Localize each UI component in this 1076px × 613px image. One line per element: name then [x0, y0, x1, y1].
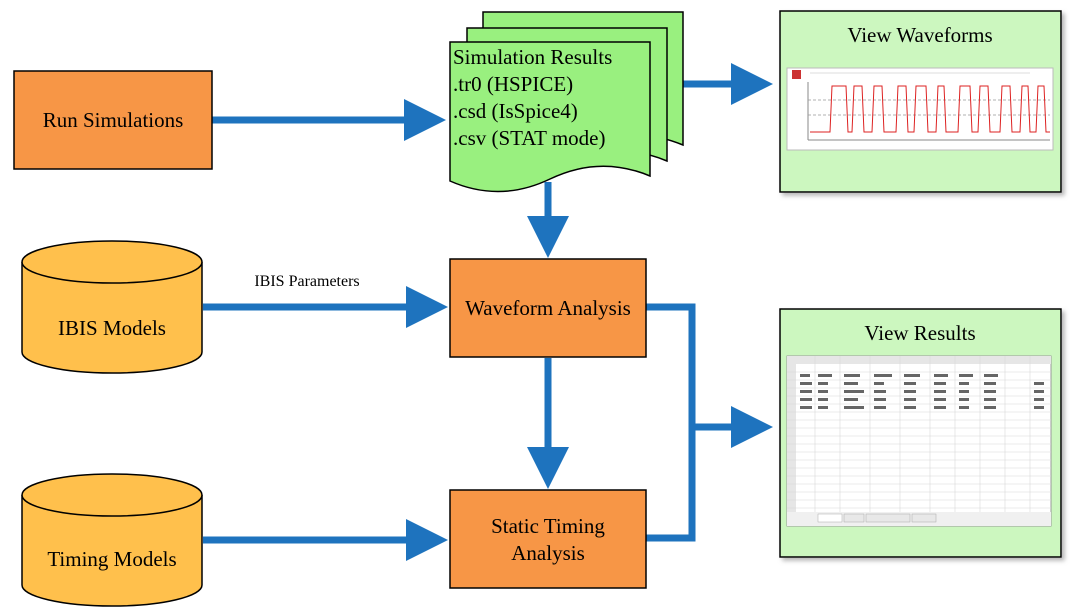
waveform-analysis-label: Waveform Analysis: [465, 296, 631, 320]
static-timing-label-line2: Analysis: [511, 541, 585, 565]
view-waveforms-panel: View Waveforms: [779, 10, 1062, 193]
run-simulations-box: Run Simulations: [13, 70, 213, 170]
static-timing-analysis-box: Static Timing Analysis: [449, 489, 647, 589]
run-simulations-label: Run Simulations: [43, 108, 184, 132]
connector-static-to-merge: [645, 427, 696, 542]
simulation-results-line-csd: .csd (IsSpice4): [453, 99, 578, 123]
waveform-app-icon: [792, 70, 801, 79]
simulation-results-line-tr0: .tr0 (HSPICE): [453, 72, 573, 96]
connector-waveform-to-merge: [645, 303, 696, 427]
view-results-title: View Results: [864, 321, 975, 345]
ibis-models-label: IBIS Models: [58, 316, 166, 340]
simulation-results-line-csv: .csv (STAT mode): [453, 126, 606, 150]
waveform-trace: [810, 85, 1050, 133]
ibis-parameters-edge-label: IBIS Parameters: [254, 273, 359, 290]
view-waveforms-title: View Waveforms: [847, 23, 992, 47]
waveform-thumbnail: [786, 67, 1054, 151]
timing-models-label: Timing Models: [47, 547, 176, 571]
timing-models-database: Timing Models: [21, 473, 203, 607]
ibis-models-database: IBIS Models: [21, 240, 203, 374]
spreadsheet-thumbnail: [786, 355, 1052, 527]
simulation-results-title: Simulation Results: [453, 45, 612, 69]
static-timing-label-line1: Static Timing: [491, 514, 605, 538]
waveform-analysis-box: Waveform Analysis: [449, 258, 647, 358]
view-results-panel: View Results: [779, 308, 1062, 558]
simulation-results-documents: Simulation Results .tr0 (HSPICE) .csd (I…: [449, 11, 684, 193]
